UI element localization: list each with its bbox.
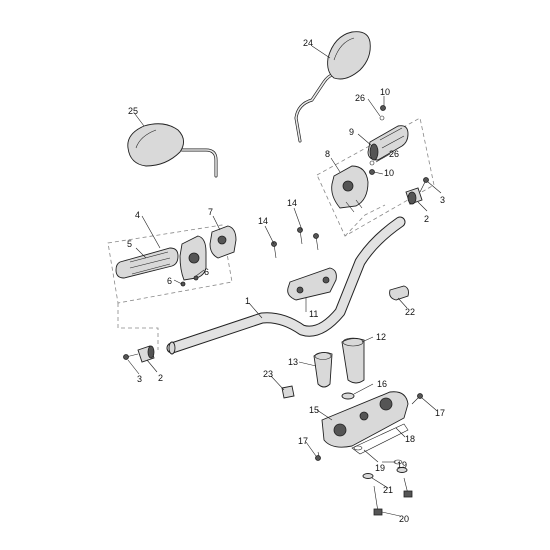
throttle-grip[interactable] bbox=[367, 125, 409, 161]
label-part-6-right: 6 bbox=[204, 267, 209, 277]
label-part-12: 12 bbox=[376, 332, 386, 342]
label-part-15: 15 bbox=[309, 405, 319, 415]
left-switch-housing[interactable] bbox=[179, 235, 207, 281]
label-part-18: 18 bbox=[405, 434, 415, 444]
handlebar-clamp-top[interactable] bbox=[287, 267, 337, 301]
label-part-8: 8 bbox=[325, 149, 330, 159]
label-part-11: 11 bbox=[309, 309, 318, 319]
group-box-right-leader bbox=[344, 204, 386, 237]
leader-lines bbox=[127, 45, 442, 517]
label-part-7: 7 bbox=[208, 207, 213, 217]
label-part-10-bottom: 10 bbox=[384, 168, 394, 178]
label-part-2-left: 2 bbox=[158, 373, 163, 383]
label-part-22: 22 bbox=[405, 307, 415, 317]
washer-26-pair[interactable] bbox=[369, 115, 385, 166]
label-part-14-right: 14 bbox=[287, 198, 297, 208]
bar-end-right[interactable] bbox=[405, 187, 423, 205]
bolt-17-right[interactable] bbox=[411, 393, 423, 405]
group-box-left-leader bbox=[117, 303, 159, 350]
callout-labels: 1 2 2 3 3 4 5 6 6 7 8 9 10 10 11 12 13 1… bbox=[127, 38, 445, 524]
label-part-3-left: 3 bbox=[137, 374, 142, 384]
bolt-17-left[interactable] bbox=[315, 451, 321, 461]
mirror-right[interactable] bbox=[294, 31, 371, 143]
label-part-24: 24 bbox=[303, 38, 313, 48]
handlebar-tube[interactable] bbox=[166, 216, 406, 355]
label-part-25: 25 bbox=[128, 106, 138, 116]
washers-19[interactable] bbox=[353, 445, 403, 465]
label-part-6-left: 6 bbox=[167, 276, 172, 286]
label-part-26-top: 26 bbox=[355, 93, 365, 103]
bolt-23[interactable] bbox=[281, 385, 295, 399]
label-part-20: 20 bbox=[399, 514, 409, 524]
cable-guide[interactable] bbox=[389, 285, 409, 301]
label-part-23: 23 bbox=[263, 369, 273, 379]
riser-12[interactable] bbox=[341, 337, 365, 384]
label-part-17-right: 17 bbox=[435, 408, 445, 418]
label-part-26-bottom: 26 bbox=[389, 149, 399, 159]
label-part-13: 13 bbox=[288, 357, 298, 367]
label-part-10-top: 10 bbox=[380, 87, 390, 97]
label-part-1: 1 bbox=[245, 296, 250, 306]
label-part-5: 5 bbox=[127, 239, 132, 249]
bar-end-screw-right[interactable] bbox=[419, 177, 429, 193]
label-part-4: 4 bbox=[135, 210, 140, 220]
switch-cube-7[interactable] bbox=[209, 225, 237, 259]
bar-end-screw-left[interactable] bbox=[123, 353, 139, 360]
label-part-17-left: 17 bbox=[298, 436, 308, 446]
label-part-16: 16 bbox=[377, 379, 387, 389]
label-part-9: 9 bbox=[349, 127, 354, 137]
riser-13[interactable] bbox=[313, 351, 333, 388]
top-yoke[interactable] bbox=[321, 391, 409, 448]
label-part-3-right: 3 bbox=[440, 195, 445, 205]
group-box-left-grip bbox=[107, 224, 233, 304]
mirror-left[interactable] bbox=[127, 123, 218, 178]
bolts-20[interactable] bbox=[373, 477, 413, 516]
washers-21[interactable] bbox=[362, 467, 408, 479]
clamp-bolts-14[interactable] bbox=[271, 227, 319, 259]
label-part-19-left: 19 bbox=[375, 463, 385, 473]
label-part-21: 21 bbox=[383, 485, 393, 495]
bar-end-left[interactable] bbox=[137, 345, 155, 363]
bracket-18[interactable] bbox=[351, 423, 409, 455]
label-part-2-right: 2 bbox=[424, 214, 429, 224]
label-part-19-right: 19 bbox=[397, 460, 407, 470]
right-switch-housing[interactable] bbox=[331, 165, 369, 213]
washer-16[interactable] bbox=[341, 392, 355, 400]
left-grip[interactable] bbox=[115, 247, 179, 279]
label-part-14-left: 14 bbox=[258, 216, 268, 226]
